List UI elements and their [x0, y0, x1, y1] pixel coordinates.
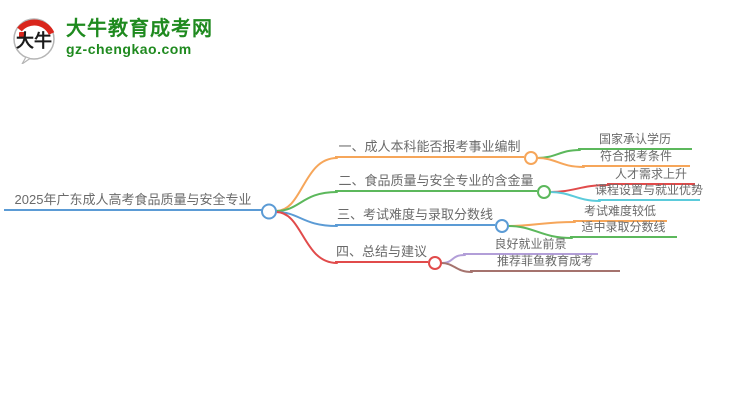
branch-1-circle — [524, 151, 538, 165]
branch-3-child-2-line — [507, 225, 573, 239]
red-arc — [17, 19, 55, 35]
branch-3-node: 三、考试难度与录取分数线 — [335, 207, 495, 226]
branch-3-child-2-node: 适中录取分数线 — [570, 220, 677, 238]
root-node-circle — [261, 203, 277, 220]
branch-4-child-1-node: 良好就业前景 — [463, 237, 598, 255]
branch-1-child-2-node: 符合报考条件 — [582, 149, 690, 167]
site-name: 大牛教育成考网 — [66, 18, 213, 40]
branch-2-child-2-line — [549, 191, 601, 202]
branch-4-child-2-line — [440, 262, 473, 273]
site-logo[interactable]: 大牛 大牛教育成考网 gz-chengkao.com — [10, 14, 213, 64]
branch-2-child-1-node: 人才需求上升 — [607, 167, 695, 185]
branch-2-node: 二、食品质量与安全专业的含金量 — [335, 173, 537, 192]
branch-3-circle — [495, 219, 509, 233]
branch-1-line — [275, 157, 338, 212]
branch-2-line — [275, 191, 338, 212]
branch-2-child-2-node: 课程设置与就业优势 — [595, 183, 703, 201]
branch-3-child-1-node: 考试难度较低 — [573, 204, 667, 222]
branch-1-node: 一、成人本科能否报考事业编制 — [335, 139, 524, 158]
branch-2-circle — [537, 185, 551, 199]
branch-4-node: 四、总结与建议 — [335, 244, 428, 263]
branch-4-circle — [428, 256, 442, 270]
red-seal — [19, 32, 25, 39]
root-node: 2025年广东成人高考食品质量与安全专业 — [4, 192, 262, 211]
daniu-bull-icon: 大牛 — [13, 18, 55, 64]
logo-icon-text: 大牛 — [16, 30, 52, 52]
branch-1-child-1-node: 国家承认学历 — [578, 132, 692, 150]
branch-1-child-2-line — [536, 157, 585, 168]
speech-bubble-tail — [21, 56, 32, 64]
site-domain: gz-chengkao.com — [66, 41, 192, 57]
branch-4-child-1-line — [440, 254, 466, 264]
branch-4-line — [275, 211, 338, 264]
branch-4-child-2-node: 推荐菲鱼教育成考 — [470, 254, 620, 272]
branch-1-child-1-line — [536, 149, 581, 159]
branch-3-child-1-line — [507, 221, 576, 227]
